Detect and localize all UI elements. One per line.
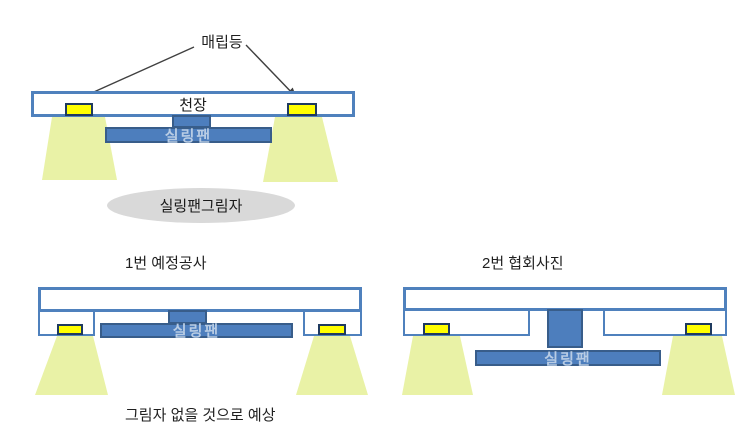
plan2-title: 2번 협회사진 <box>482 255 564 272</box>
light-beam-left <box>42 117 117 180</box>
plan2-recessed-light-left <box>423 323 450 335</box>
plan2-light-beam-left <box>402 336 473 395</box>
plan1-ceiling-fan-body: 실링팬 <box>100 323 293 340</box>
plan2-ceiling-fan-body: 실링팬 <box>475 350 661 368</box>
recessed-light-label: 매립등 <box>201 34 243 51</box>
plan2-fan-mount-stem <box>547 309 583 348</box>
plan1-title: 1번 예정공사 <box>125 255 207 272</box>
plan2-recessed-light-right <box>685 323 712 335</box>
plan1-ceiling-bar <box>38 287 362 312</box>
fan-shadow-ellipse: 실링팬그림자 <box>107 188 295 223</box>
plan1-ceiling-fan-label: 실링팬 <box>172 323 221 340</box>
plan1-light-beam-left <box>35 336 108 395</box>
plan1-recessed-light-left <box>57 324 83 335</box>
plan1-light-beam-right <box>296 336 368 395</box>
plan2-ceiling-bar <box>403 287 727 311</box>
ceiling-fan-body: 실링팬 <box>105 127 272 145</box>
fan-shadow-label: 실링팬그림자 <box>159 198 243 215</box>
plan2-ceiling-fan-label: 실링팬 <box>544 350 592 368</box>
light-beam-right <box>263 117 338 182</box>
recessed-light-right <box>287 103 317 116</box>
plan1-caption: 그림자 없을 것으로 예상 <box>125 407 276 424</box>
ceiling-label: 천장 <box>179 96 207 114</box>
plan1-recessed-light-right <box>318 324 346 335</box>
ceiling-fan-label: 실링팬 <box>164 127 213 145</box>
recessed-light-left <box>65 103 93 116</box>
arrow-to-right-light <box>245 44 297 98</box>
plan2-light-beam-right <box>662 336 735 395</box>
